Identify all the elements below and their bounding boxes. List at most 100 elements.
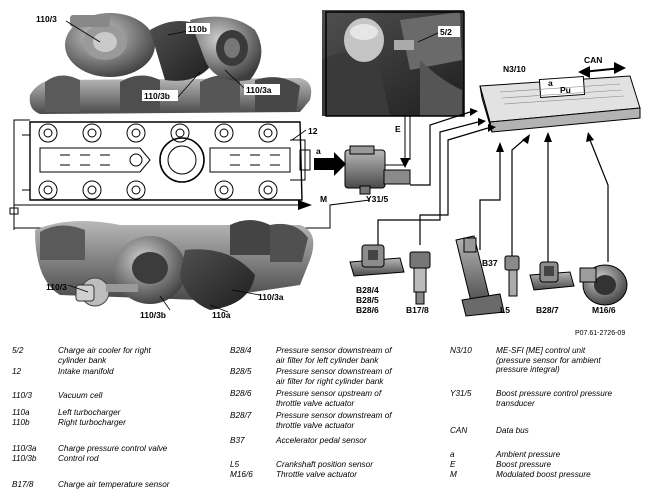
legend-item-b17-8: B17/8 Charge air temperature sensor: [12, 480, 170, 490]
bottom-turbo-photo: [35, 220, 314, 310]
legend-code: 12: [12, 367, 22, 376]
sensor-l5: [504, 255, 520, 297]
label-5-2: 5/2: [440, 27, 452, 37]
label-l5: L5: [500, 305, 510, 315]
legend-code: CAN: [450, 426, 468, 435]
intake-manifold-drawing: [22, 121, 311, 201]
legend-item-110-3: 110/3 Vacuum cell: [12, 391, 102, 401]
arrow-m: [298, 200, 312, 210]
legend-code: B17/8: [12, 480, 34, 489]
label-n3-10: N3/10: [503, 64, 526, 74]
sensor-b37-pedal: [455, 235, 505, 317]
legend-code: B28/6: [230, 389, 252, 398]
legend-desc: Throttle valve actuator: [276, 470, 358, 479]
label-a: a: [316, 146, 321, 156]
legend-code: 110/3a: [12, 444, 37, 453]
legend-desc: ME-SFI [ME] control unit(pressure sensor…: [496, 346, 601, 375]
legend-code: 5/2: [12, 346, 24, 355]
legend-item-l5: L5 Crankshaft position sensor: [230, 460, 373, 470]
label-110-3b-top: 110/3b: [144, 91, 170, 101]
legend-code: 110a: [12, 408, 30, 417]
legend-desc: Intake manifold: [58, 367, 114, 376]
legend-item-can: CAN Data bus: [450, 426, 529, 436]
label-b28-6: B28/6: [356, 305, 379, 315]
sensor-b28-4: [349, 244, 405, 277]
label-110-3a-top: 110/3a: [246, 85, 272, 95]
diagram-labels: 110/3 110b 110/3b 110/3a 12 5/2 E a M Y3…: [34, 13, 616, 320]
legend-item-a: a Ambient pressure: [450, 450, 560, 460]
legend-item-110a: 110a Left turbocharger: [12, 408, 120, 418]
label-110-3a-bot: 110/3a: [258, 292, 284, 302]
legend-desc: Charge air temperature sensor: [58, 480, 170, 489]
legend-code: B28/4: [230, 346, 252, 355]
legend-desc: Control rod: [58, 454, 99, 463]
label-110b-top: 110b: [188, 24, 207, 34]
legend-item-110-3b: 110/3b Control rod: [12, 454, 99, 464]
throttle-actuator-m16-6: [579, 264, 628, 306]
transducer-y31-5: [320, 145, 411, 195]
can-arrow: [578, 62, 626, 78]
label-a-box: a: [548, 78, 553, 88]
label-b17-8: B17/8: [406, 305, 429, 315]
label-110-3b-bot: 110/3b: [140, 310, 166, 320]
arrow-e: [400, 158, 410, 168]
legend-code: 110/3: [12, 391, 32, 400]
legend-code: M: [450, 470, 457, 479]
legend-code: E: [450, 460, 456, 469]
leader-lines: [65, 20, 441, 313]
legend-code: L5: [230, 460, 240, 469]
legend-code: B28/7: [230, 411, 252, 420]
label-e: E: [395, 124, 401, 134]
legend-item-110-3a: 110/3a Charge pressure control valve: [12, 444, 167, 454]
legend-item-12: 12 Intake manifold: [12, 367, 114, 377]
legend-item-n3-10: N3/10 ME-SFI [ME] control unit(pressure …: [450, 346, 601, 375]
label-b28-5: B28/5: [356, 295, 379, 305]
label-110-3-top: 110/3: [36, 14, 57, 24]
legend-item-110b: 110b Right turbocharger: [12, 418, 126, 428]
figure-reference: P07.61-2726-09: [575, 330, 626, 337]
control-unit-n3-10: [479, 75, 641, 133]
legend-desc: Right turbocharger: [58, 418, 126, 427]
legend-code: 110b: [12, 418, 30, 427]
label-can: CAN: [584, 55, 602, 65]
label-pu: Pu: [560, 85, 571, 95]
legend-desc: Vacuum cell: [58, 391, 103, 400]
legend-desc: Crankshaft position sensor: [276, 460, 373, 469]
legend-item-b37: B37 Accelerator pedal sensor: [230, 436, 367, 446]
legend-desc: Boost pressure: [496, 460, 552, 469]
legend-code: a: [450, 450, 455, 459]
legend-code: B28/5: [230, 367, 252, 376]
legend-item-e: E Boost pressure: [450, 460, 551, 470]
signal-arrows: [470, 108, 594, 152]
legend-code: Y31/5: [450, 389, 472, 398]
legend-item-m: M Modulated boost pressure: [450, 470, 591, 480]
legend-desc: Accelerator pedal sensor: [276, 436, 367, 445]
label-b37: B37: [482, 258, 498, 268]
legend-desc: Charge pressure control valve: [58, 444, 168, 453]
label-12: 12: [308, 126, 318, 136]
legend-desc: Left turbocharger: [58, 408, 121, 417]
legend-desc: Data bus: [496, 426, 529, 435]
legend-desc: Modulated boost pressure: [496, 470, 591, 479]
label-110a-bot: 110a: [212, 310, 231, 320]
sensor-b17-8: [409, 251, 431, 305]
label-y31-5: Y31/5: [366, 194, 388, 204]
legend-code: 110/3b: [12, 454, 37, 463]
top-turbo-photo: [29, 13, 312, 114]
label-110-3-bot: 110/3: [46, 282, 67, 292]
legend-code: N3/10: [450, 346, 472, 355]
label-m16-6: M16/6: [592, 305, 616, 315]
arrow-a: [314, 152, 346, 176]
legend-code: M16/6: [230, 470, 253, 479]
